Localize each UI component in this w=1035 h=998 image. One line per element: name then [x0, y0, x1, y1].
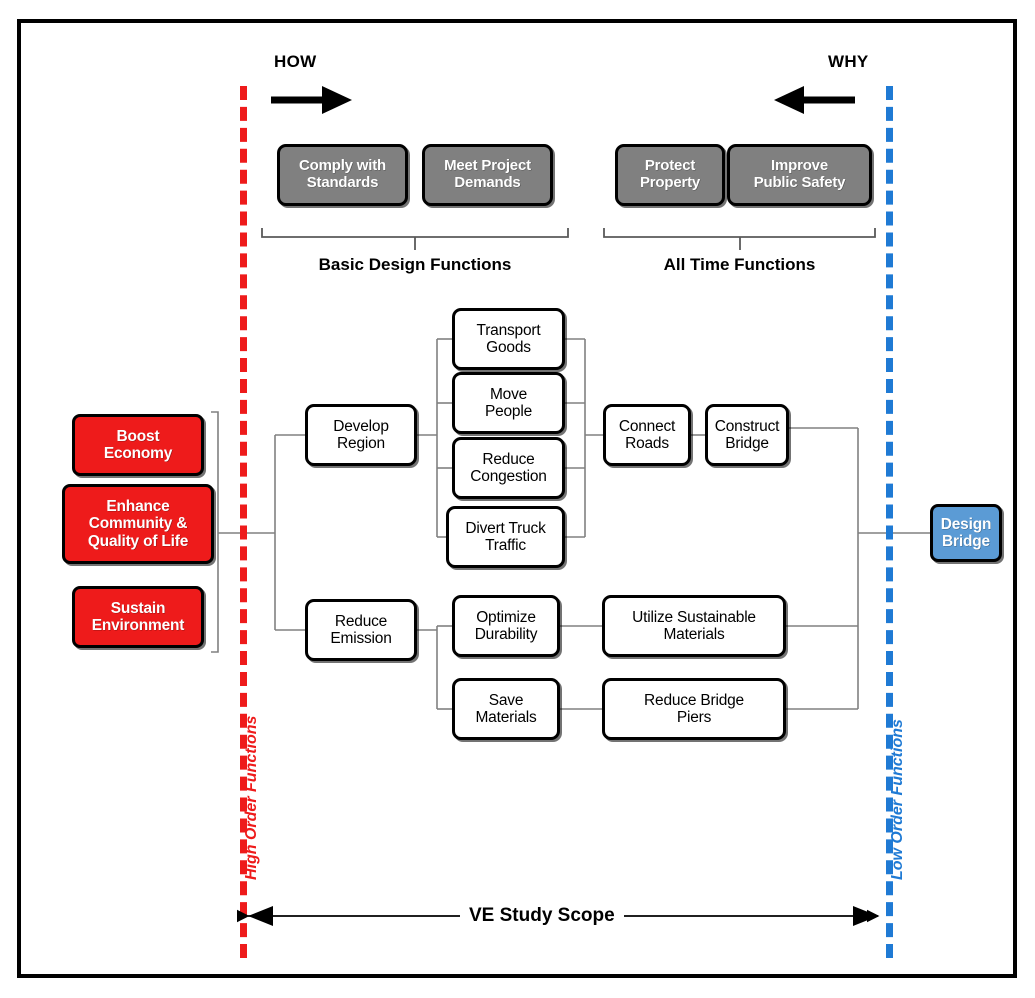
function-label: Reduce Congestion: [470, 450, 547, 485]
function-label: Protect Property: [639, 157, 701, 191]
how-label: HOW: [274, 52, 317, 71]
function-box-design-bridge[interactable]: Design Bridge: [930, 504, 1002, 562]
function-box-protect-property[interactable]: Protect Property: [615, 144, 725, 206]
function-box-construct-bridge[interactable]: Construct Bridge: [705, 404, 789, 466]
function-label: Boost Economy: [103, 427, 173, 462]
ve-study-scope-label: VE Study Scope: [460, 905, 624, 927]
function-label: Enhance Community & Quality of Life: [87, 497, 189, 550]
function-label: Reduce Emission: [330, 612, 392, 647]
high-order-functions-label: High Order Functions: [243, 715, 260, 880]
function-box-enhance-community[interactable]: Enhance Community & Quality of Life: [62, 484, 214, 564]
function-box-reduce-emission[interactable]: Reduce Emission: [305, 599, 417, 661]
function-label: Divert Truck Traffic: [465, 519, 546, 554]
function-label: Reduce Bridge Piers: [644, 691, 744, 726]
function-box-meet-project-demands[interactable]: Meet Project Demands: [422, 144, 553, 206]
high-order-scope-line: [240, 86, 247, 958]
function-box-transport-goods[interactable]: Transport Goods: [452, 308, 565, 370]
function-box-optimize-durability[interactable]: Optimize Durability: [452, 595, 560, 657]
function-label: Transport Goods: [476, 321, 541, 356]
function-box-reduce-bridge-piers[interactable]: Reduce Bridge Piers: [602, 678, 786, 740]
function-label: Optimize Durability: [474, 608, 538, 643]
function-label: Save Materials: [475, 691, 537, 726]
diagram-outer-frame: [17, 19, 1017, 978]
function-label: Develop Region: [333, 417, 389, 452]
function-box-reduce-congestion[interactable]: Reduce Congestion: [452, 437, 565, 499]
function-box-save-materials[interactable]: Save Materials: [452, 678, 560, 740]
function-label: Move People: [484, 385, 533, 420]
function-box-develop-region[interactable]: Develop Region: [305, 404, 417, 466]
why-label: WHY: [828, 52, 869, 71]
function-label: Connect Roads: [618, 417, 676, 452]
function-label: Utilize Sustainable Materials: [632, 608, 756, 643]
function-label: Sustain Environment: [91, 599, 185, 634]
function-label: Design Bridge: [940, 515, 992, 550]
low-order-functions-label: Low Order Functions: [889, 719, 906, 880]
function-box-improve-public-safety[interactable]: Improve Public Safety: [727, 144, 872, 206]
low-order-scope-line: [886, 86, 893, 958]
function-box-utilize-sustainable-materials[interactable]: Utilize Sustainable Materials: [602, 595, 786, 657]
function-box-boost-economy[interactable]: Boost Economy: [72, 414, 204, 476]
function-label: Meet Project Demands: [444, 157, 531, 191]
function-box-sustain-environment[interactable]: Sustain Environment: [72, 586, 204, 648]
function-box-divert-truck-traffic[interactable]: Divert Truck Traffic: [446, 506, 565, 568]
function-label: Comply with Standards: [299, 157, 386, 191]
function-label: Construct Bridge: [714, 417, 780, 452]
all-time-functions-label: All Time Functions: [663, 255, 816, 274]
function-box-move-people[interactable]: Move People: [452, 372, 565, 434]
function-box-connect-roads[interactable]: Connect Roads: [603, 404, 691, 466]
basic-design-functions-label: Basic Design Functions: [318, 255, 512, 274]
function-box-comply-with-standards[interactable]: Comply with Standards: [277, 144, 408, 206]
function-label: Improve Public Safety: [753, 157, 846, 191]
